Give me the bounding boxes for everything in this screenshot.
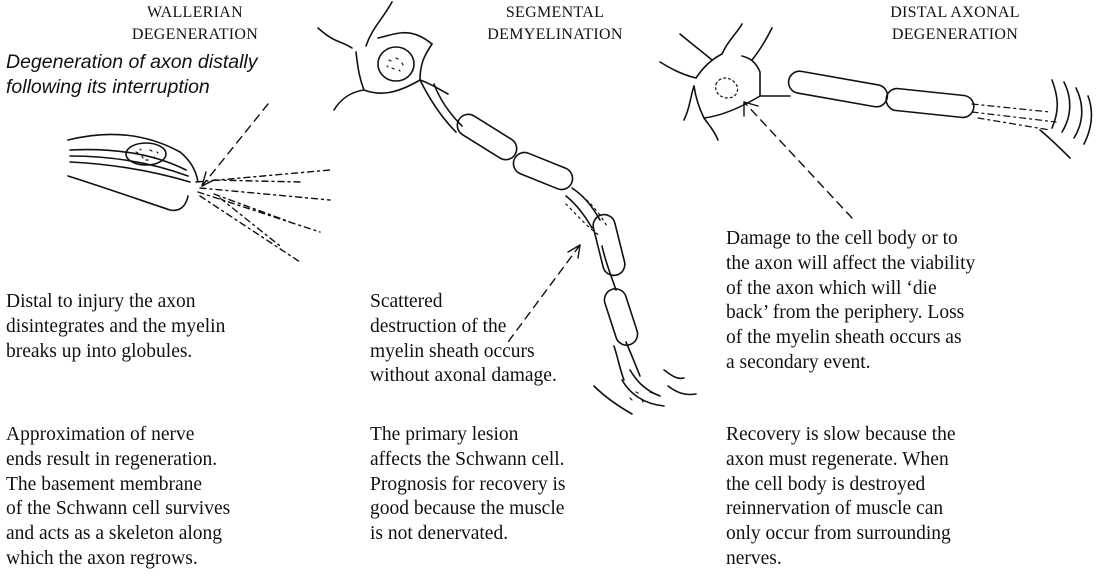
wallerian-subtitle: Degeneration of axon distally following … [6, 50, 336, 100]
wallerian-title: WALLERIAN DEGENERATION [100, 2, 290, 46]
wallerian-nerve-illustration [68, 134, 330, 262]
segmental-description: Scattered destruction of the myelin shea… [370, 290, 620, 389]
segmental-title: SEGMENTAL DEMYELINATION [440, 2, 670, 46]
wallerian-arrow [202, 104, 268, 186]
distal-recovery-note: Recovery is slow because the axon must r… [726, 423, 1098, 572]
distal-title: DISTAL AXONAL DEGENERATION [835, 2, 1075, 46]
dying-back-axon [972, 104, 1056, 130]
distal-description: Damage to the cell body or to the axon w… [726, 227, 1098, 376]
degenerating-fragments [196, 170, 330, 262]
distal-muscle [1040, 80, 1091, 158]
wallerian-regeneration-note: Approximation of nerve ends result in re… [6, 423, 306, 572]
wallerian-description: Distal to injury the axon disintegrates … [6, 290, 306, 364]
segmental-prognosis-note: The primary lesion affects the Schwann c… [370, 423, 630, 547]
distal-neuron-illustration [660, 24, 1091, 218]
